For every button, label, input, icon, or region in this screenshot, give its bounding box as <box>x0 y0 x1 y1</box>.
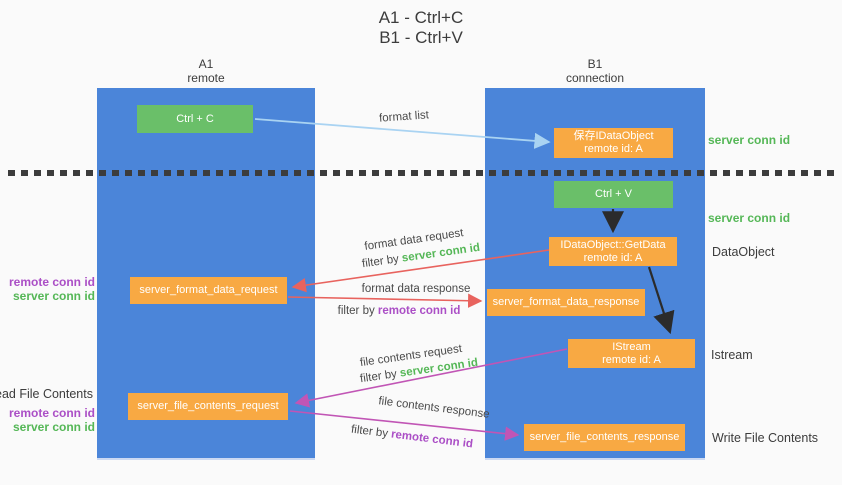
node-format-request-label: server_format_data_request <box>139 284 278 296</box>
node-store-line-1: 保存IDataObject <box>573 130 654 142</box>
node-getdata-line-1: IDataObject::GetData <box>560 238 666 251</box>
filter-by-text: filter by <box>359 367 401 386</box>
lane-a1-name: A1 <box>198 57 214 71</box>
label-server-conn-id-right-top: server conn id <box>708 133 791 147</box>
node-ctrl-c: Ctrl + C <box>137 105 253 133</box>
node-file-response-label: server_file_contents_response <box>529 431 680 443</box>
label-write-file-contents: Write File Contents <box>712 431 819 445</box>
title-line-2: B1 - Ctrl+V <box>379 28 463 47</box>
lane-a1-role: remote <box>187 71 225 85</box>
node-idataobject-getdata: IDataObject::GetData remote id: A <box>549 237 677 266</box>
filter-by-text: filter by <box>350 423 392 441</box>
server-conn-id-text: server conn id <box>12 420 95 434</box>
label-conn-ids-left-1: remote conn id server conn id <box>9 275 95 303</box>
node-istream: IStream remote id: A <box>568 339 695 368</box>
node-istream-line-2: remote id: A <box>602 353 661 366</box>
node-ctrl-v: Ctrl + V <box>554 181 673 208</box>
label-filter-by-remote-conn-id-2: filter by remote conn id <box>350 424 473 451</box>
filter-by-text: filter by <box>361 252 403 271</box>
label-filter-by-remote-conn-id-1: filter by remote conn id <box>338 305 461 317</box>
remote-conn-id-text: remote conn id <box>390 428 474 451</box>
arrow-format-data-response <box>287 293 483 308</box>
node-store-idataobject: 保存IDataObject remote id: A <box>554 128 673 158</box>
node-server-file-contents-request: server_file_contents_request <box>128 393 288 420</box>
label-file-contents-response: file contents response <box>377 395 491 421</box>
label-format-list: format list <box>378 109 430 125</box>
lane-a1-header: A1 remote <box>97 57 315 85</box>
label-istream: Istream <box>711 348 753 362</box>
node-server-format-data-response: server_format_data_response <box>487 289 645 316</box>
label-conn-ids-left-2: remote conn id server conn id <box>9 406 95 434</box>
label-dataobject: DataObject <box>712 245 775 259</box>
node-ctrl-v-label: Ctrl + V <box>595 188 632 200</box>
label-read-file-contents: Read File Contents <box>0 387 93 401</box>
filter-by-text: filter by <box>337 305 378 317</box>
session-separator-dashed-line <box>8 170 838 176</box>
lane-b1-role: connection <box>565 71 625 85</box>
lane-b1-name: B1 <box>587 57 603 71</box>
node-istream-line-1: IStream <box>612 340 651 353</box>
node-server-format-data-request: server_format_data_request <box>130 277 287 304</box>
lane-b1-header: B1 connection <box>485 57 705 85</box>
remote-conn-id-text: remote conn id <box>377 305 461 317</box>
remote-conn-id-text: remote conn id <box>8 406 95 420</box>
node-store-line-2: remote id: A <box>584 143 643 155</box>
node-server-file-contents-response: server_file_contents_response <box>524 424 685 451</box>
label-server-conn-id-right-mid: server conn id <box>708 211 791 225</box>
label-format-data-response: format data response <box>361 283 471 295</box>
node-getdata-line-2: remote id: A <box>583 251 643 264</box>
node-ctrl-c-label: Ctrl + C <box>176 112 214 125</box>
node-file-request-label: server_file_contents_request <box>137 400 279 412</box>
node-format-response-label: server_format_data_response <box>492 296 640 308</box>
diagram-title: A1 - Ctrl+C B1 - Ctrl+V <box>0 8 842 48</box>
title-line-1: A1 - Ctrl+C <box>378 8 464 27</box>
remote-conn-id-text: remote conn id <box>8 275 95 289</box>
server-conn-id-text: server conn id <box>12 289 95 303</box>
